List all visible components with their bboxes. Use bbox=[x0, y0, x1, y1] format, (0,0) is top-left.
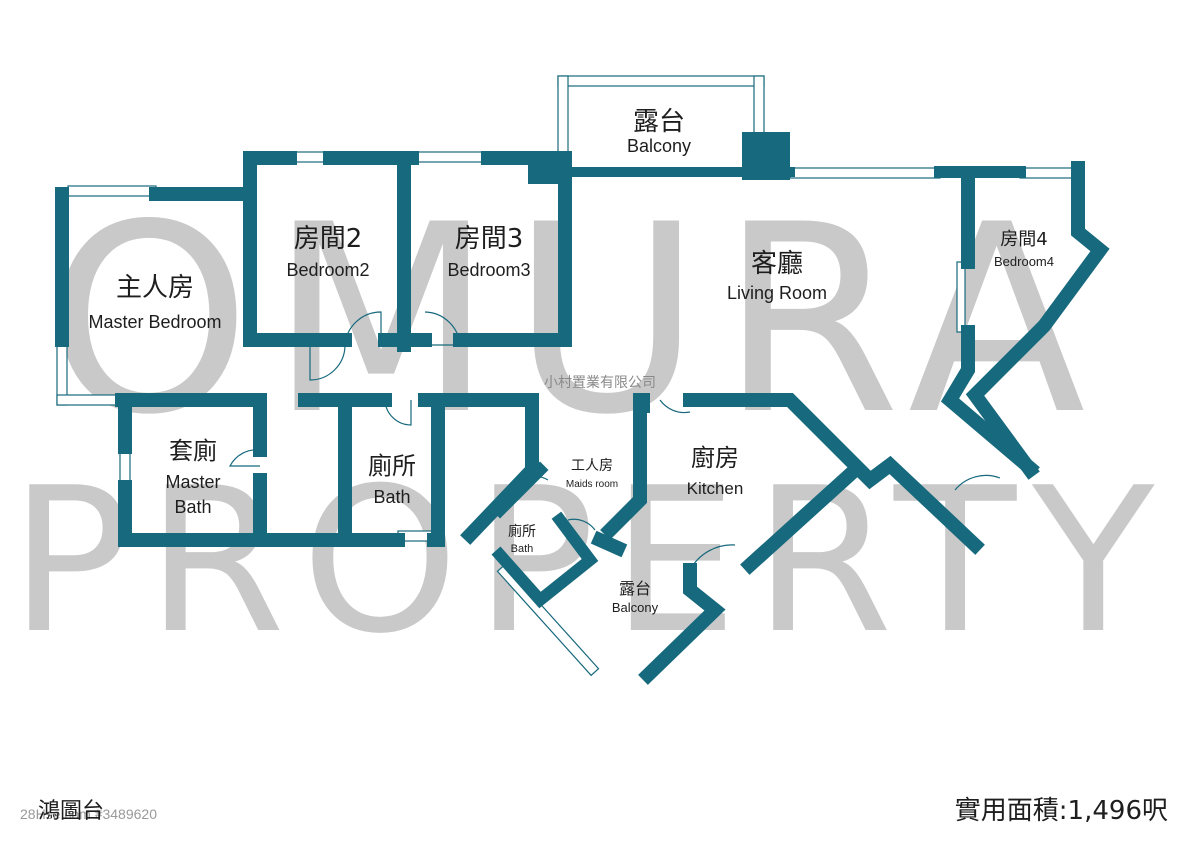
wall-bedroom4-right bbox=[965, 161, 1110, 480]
bath-zh: 廁所 bbox=[368, 452, 416, 480]
wall-master-bath bbox=[115, 393, 267, 547]
window-balcony-left bbox=[557, 75, 569, 157]
wall-bedroom3-right bbox=[453, 151, 572, 347]
wall-bedroom4-left bbox=[940, 171, 1040, 478]
door-maids bbox=[519, 475, 549, 483]
listing-ref-code: 28Hse.com #3489620 bbox=[20, 806, 157, 822]
master-bath-en2: Bath bbox=[174, 497, 211, 517]
wall-kitchen-top bbox=[683, 393, 985, 555]
balcony-top-en: Balcony bbox=[627, 136, 691, 156]
company-name: 小村置業有限公司 bbox=[544, 375, 656, 391]
maids-room-en: Maids room bbox=[566, 479, 618, 490]
window-balcony-right bbox=[753, 75, 765, 137]
window-balcony-bottom bbox=[496, 563, 600, 677]
bedroom2-zh: 房間2 bbox=[294, 224, 363, 254]
window-bedroom4-top bbox=[1019, 167, 1073, 179]
window-master-bottom bbox=[56, 394, 123, 406]
bedroom3-en: Bedroom3 bbox=[447, 260, 530, 280]
maids-room-zh: 工人房 bbox=[571, 458, 613, 474]
balcony-top-zh: 露台 bbox=[633, 107, 685, 137]
wall-kitchen-bottom bbox=[740, 460, 865, 575]
door-master-bath bbox=[229, 449, 261, 467]
room-labels: 主人房 Master Bedroom 房間2 Bedroom2 房間3 Bedr… bbox=[88, 107, 1054, 615]
balcony-bottom-en: Balcony bbox=[612, 600, 659, 615]
door-master bbox=[309, 344, 346, 381]
windows bbox=[56, 75, 1073, 677]
door-small-bath bbox=[567, 518, 596, 531]
living-room-zh: 客廳 bbox=[751, 249, 803, 279]
window-living-top bbox=[789, 167, 941, 179]
saleable-area: 實用面積:1,496呎 bbox=[954, 796, 1168, 826]
bedroom2-en: Bedroom2 bbox=[286, 260, 369, 280]
master-bedroom-en: Master Bedroom bbox=[88, 312, 221, 332]
walls bbox=[55, 132, 1110, 685]
window-bedroom4-left bbox=[956, 261, 966, 333]
wall-bath bbox=[338, 393, 445, 547]
small-bath-zh: 廁所 bbox=[508, 523, 536, 540]
wall-kitchen-door-frame bbox=[590, 530, 628, 558]
door-bedroom3 bbox=[424, 311, 461, 346]
master-bedroom-zh: 主人房 bbox=[116, 273, 194, 303]
door-balcony-bottom bbox=[689, 544, 736, 571]
master-bath-en1: Master bbox=[165, 472, 220, 492]
wall-column bbox=[742, 132, 790, 180]
living-room-en: Living Room bbox=[727, 283, 827, 303]
wall-maids-right bbox=[600, 393, 647, 540]
bath-en: Bath bbox=[373, 487, 410, 507]
kitchen-zh: 廚房 bbox=[691, 444, 739, 472]
doors bbox=[229, 311, 1001, 571]
master-bath-zh: 套廁 bbox=[169, 437, 217, 465]
window-master-top bbox=[67, 185, 157, 197]
door-kitchen bbox=[659, 399, 691, 414]
small-bath-en: Bath bbox=[511, 543, 534, 555]
wall-bedroom3-corner bbox=[528, 152, 570, 184]
window-balcony-outer bbox=[557, 75, 765, 87]
door-bath bbox=[384, 399, 412, 426]
wall-bedroom2-outer bbox=[243, 151, 352, 347]
bedroom4-en: Bedroom4 bbox=[994, 254, 1054, 269]
door-bedroom4-exit bbox=[954, 474, 1001, 491]
window-bedroom3 bbox=[411, 151, 489, 163]
estate-name: 鴻圖台 bbox=[38, 799, 105, 824]
balcony-bottom-zh: 露台 bbox=[619, 579, 651, 598]
wall-balcony-bottom bbox=[638, 563, 726, 685]
bedroom4-zh: 房間4 bbox=[1000, 229, 1047, 250]
door-bedroom2 bbox=[344, 311, 382, 346]
wall-kitchen-pillar bbox=[636, 393, 650, 413]
bedroom3-zh: 房間3 bbox=[455, 224, 524, 254]
kitchen-en: Kitchen bbox=[687, 479, 744, 498]
